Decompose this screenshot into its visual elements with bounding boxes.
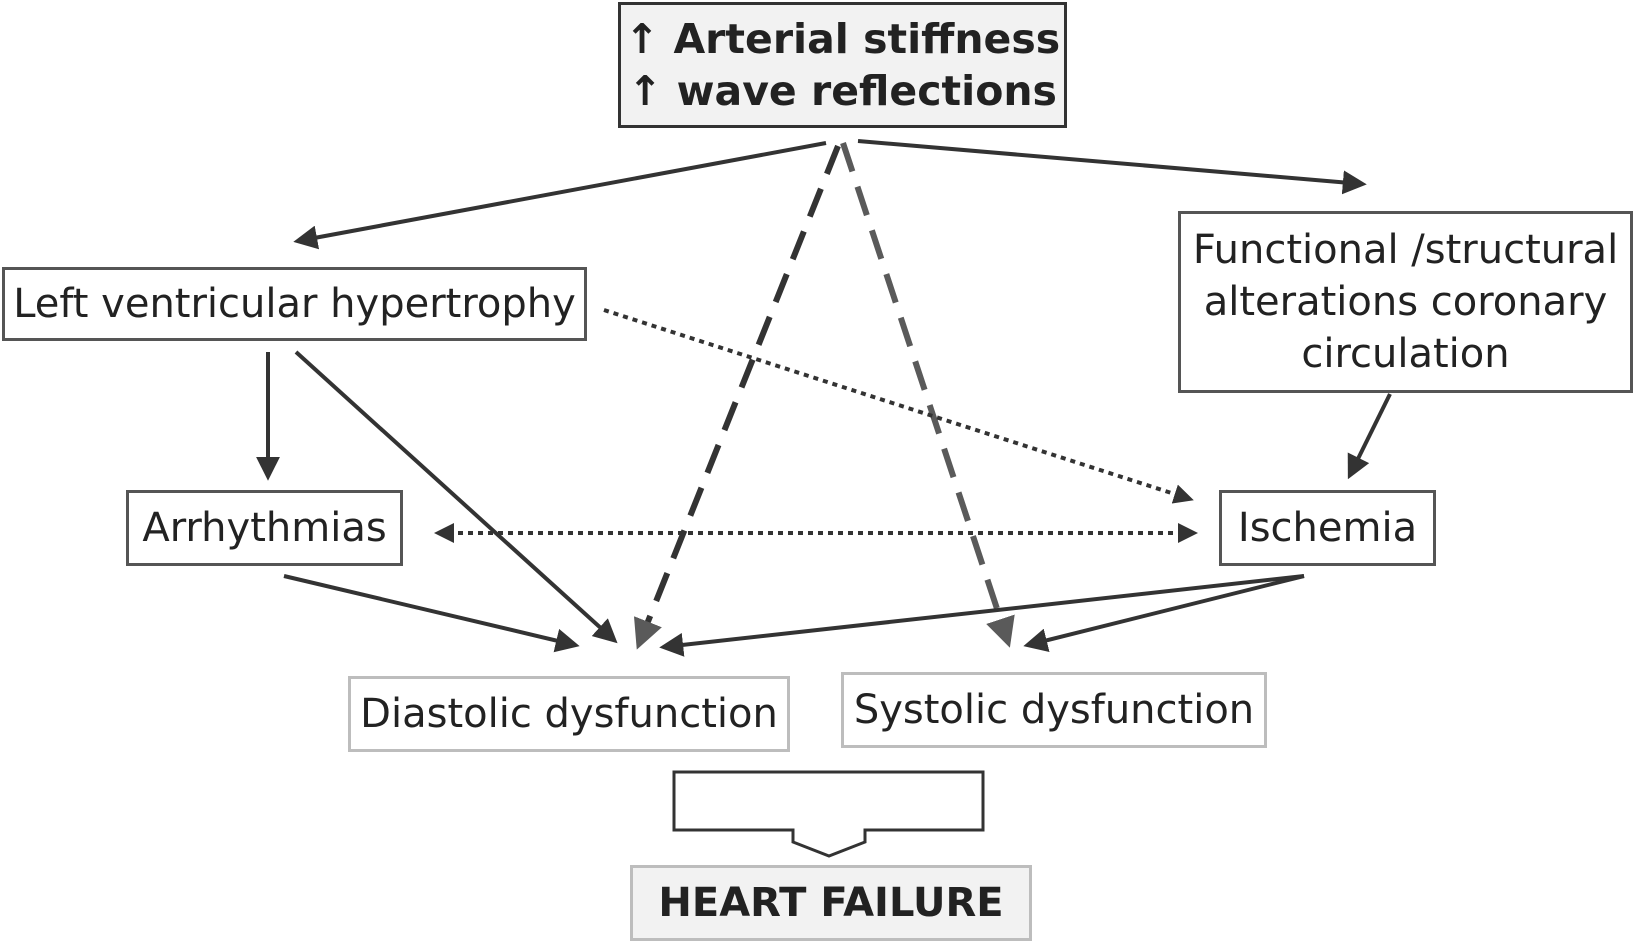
node-coronary-line-3: circulation — [1301, 331, 1510, 377]
arrow-top-to-lvh — [293, 141, 827, 250]
arrow-ischemia-to-diastolic — [659, 574, 1305, 657]
node-left-ventricular-hypertrophy: Left ventricular hypertrophy — [2, 267, 587, 341]
node-ischemia: Ischemia — [1219, 490, 1436, 566]
node-arrhythmias: Arrhythmias — [126, 490, 403, 566]
arrow-coronary-to-ischemia — [1347, 393, 1392, 480]
node-heart-failure: HEART FAILURE — [630, 865, 1032, 941]
node-coronary-line-2: alterations coronary — [1203, 279, 1608, 325]
node-arterial-stiffness-line-1: ↑ Arterial stiffness — [624, 15, 1061, 63]
node-systolic-dysfunction: Systolic dysfunction — [841, 672, 1267, 748]
node-diastolic-dysfunction: Diastolic dysfunction — [348, 676, 790, 752]
dashed-arrow-top-to-systolic — [840, 142, 1015, 648]
node-heart-failure-label: HEART FAILURE — [658, 880, 1004, 926]
node-coronary-line-1: Functional /structural — [1192, 227, 1619, 273]
arrow-top-to-coronary — [857, 139, 1367, 195]
arrow-lvh-to-diastolic — [294, 350, 618, 644]
block-arrow-to-heart-failure — [672, 770, 985, 858]
node-arrhythmias-label: Arrhythmias — [142, 505, 387, 551]
arrow-ischemia-to-systolic — [1023, 574, 1305, 652]
node-arterial-stiffness-line-2: ↑ wave reflections — [628, 67, 1057, 115]
node-arterial-stiffness: ↑ Arterial stiffness ↑ wave reflections — [618, 2, 1067, 128]
arrow-arrhythmias-to-diastolic — [283, 574, 580, 653]
dotted-arrow-lvh-to-ischemia — [603, 308, 1194, 504]
node-ischemia-label: Ischemia — [1237, 505, 1418, 551]
node-coronary-circulation: Functional /structural alterations coron… — [1178, 211, 1633, 393]
dashed-arrow-top-to-diastolic — [633, 144, 841, 650]
node-diastolic-label: Diastolic dysfunction — [360, 691, 778, 737]
node-systolic-label: Systolic dysfunction — [853, 687, 1255, 733]
node-lvh-label: Left ventricular hypertrophy — [13, 281, 576, 327]
